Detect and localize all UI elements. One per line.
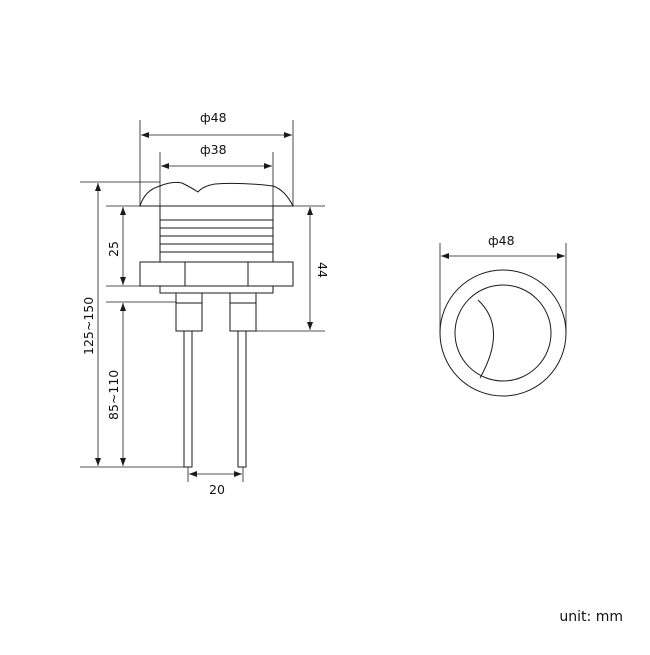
dimension-total-length: 125~150 [80, 181, 192, 468]
dimension-body-length: 44 [256, 205, 330, 332]
front-crescent [477, 299, 494, 379]
hex-nut [139, 261, 294, 287]
wire-right [237, 330, 247, 468]
front-view [439, 269, 567, 397]
head-ribs [160, 219, 273, 253]
label-pin-length: 85~110 [106, 370, 121, 420]
unit-label: unit: mm [559, 609, 623, 625]
front-inner-ring [454, 284, 552, 382]
dimension-pin-spacing: 20 [187, 467, 244, 497]
neck [159, 285, 274, 294]
label-head-height: 25 [106, 241, 121, 257]
dimension-head-height: 25 [106, 205, 140, 287]
label-front-diameter: ф48 [488, 233, 515, 248]
cap-dome [139, 181, 294, 207]
label-inner-diameter: ф38 [200, 142, 227, 157]
terminal-left [175, 292, 203, 332]
label-pin-spacing: 20 [209, 482, 225, 497]
dimension-front-diameter: ф48 [439, 233, 567, 333]
head-body [159, 205, 274, 263]
front-outer-ring [439, 269, 567, 397]
dimension-inner-diameter: ф38 [159, 142, 274, 206]
label-outer-diameter: ф48 [200, 110, 227, 125]
side-view [139, 181, 294, 468]
terminal-right [229, 292, 257, 332]
label-body-length: 44 [315, 262, 330, 278]
label-total-length: 125~150 [81, 297, 96, 355]
dimension-pin-length: 85~110 [106, 301, 176, 466]
dimension-outer-diameter: ф48 [139, 110, 294, 206]
wire-left [183, 330, 193, 468]
